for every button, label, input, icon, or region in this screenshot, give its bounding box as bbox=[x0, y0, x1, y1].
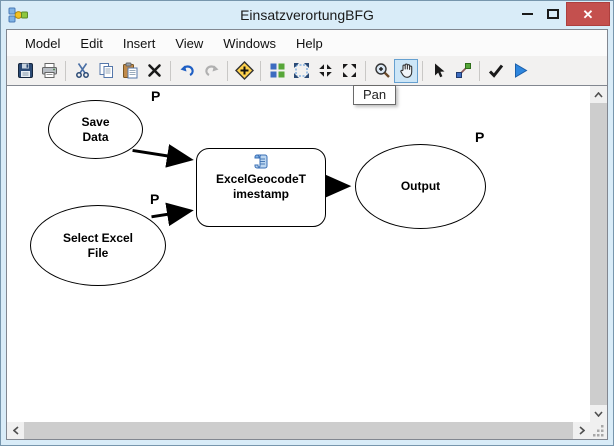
validate-check-icon bbox=[488, 64, 504, 78]
add-diamond-icon bbox=[234, 61, 254, 80]
horizontal-scrollbar[interactable] bbox=[7, 422, 590, 439]
auto-layout-button[interactable] bbox=[265, 59, 289, 83]
toolbar-separator bbox=[479, 60, 480, 81]
parameter-marker-select-excel-file: P bbox=[150, 191, 160, 207]
modelbuilder-app-icon bbox=[8, 7, 28, 23]
chevron-up-icon bbox=[594, 91, 603, 98]
copy-icon bbox=[99, 63, 113, 78]
scroll-right-button[interactable] bbox=[573, 422, 590, 439]
cut-button[interactable] bbox=[70, 59, 94, 83]
titlebar: EinsatzverortungBFG ✕ bbox=[1, 1, 613, 29]
select-button[interactable] bbox=[427, 59, 451, 83]
window-inner: Model Edit Insert View Windows Help bbox=[6, 29, 608, 440]
horizontal-scroll-thumb[interactable] bbox=[24, 422, 573, 439]
model-canvas[interactable]: Save Data P Select Excel File P bbox=[7, 85, 590, 422]
menu-edit[interactable]: Edit bbox=[80, 35, 103, 51]
fixed-zoom-in-button[interactable] bbox=[313, 59, 337, 83]
caption-buttons: ✕ bbox=[514, 2, 610, 28]
scissors-icon bbox=[75, 63, 89, 78]
menu-help[interactable]: Help bbox=[296, 35, 323, 51]
auto-layout-icon bbox=[270, 63, 284, 78]
toolbar-separator bbox=[422, 60, 423, 81]
fixed-zoom-in-icon bbox=[318, 64, 332, 77]
node-save-data[interactable]: Save Data bbox=[48, 100, 143, 159]
menu-windows[interactable]: Windows bbox=[223, 35, 277, 51]
script-tool-icon bbox=[254, 154, 267, 169]
node-label: Save Data bbox=[81, 114, 110, 144]
close-icon: ✕ bbox=[582, 6, 594, 22]
chevron-down-icon bbox=[594, 410, 603, 417]
minimize-button[interactable] bbox=[514, 2, 540, 26]
scroll-up-button[interactable] bbox=[590, 86, 607, 103]
paste-button[interactable] bbox=[118, 59, 142, 83]
full-extent-button[interactable] bbox=[289, 59, 313, 83]
resize-grip[interactable] bbox=[590, 422, 607, 439]
node-output[interactable]: Output bbox=[355, 144, 486, 229]
fixed-zoom-out-button[interactable] bbox=[337, 59, 361, 83]
add-data-button[interactable] bbox=[232, 59, 256, 83]
menu-insert[interactable]: Insert bbox=[122, 35, 156, 51]
node-excel-geocode-timestamp[interactable]: ExcelGeocodeT imestamp bbox=[196, 148, 326, 227]
scroll-down-button[interactable] bbox=[590, 405, 607, 422]
grip-dots-icon bbox=[593, 425, 604, 437]
redo-arrow-icon bbox=[204, 65, 218, 76]
chevron-left-icon bbox=[12, 426, 19, 435]
delete-x-icon bbox=[147, 64, 161, 77]
connect-icon bbox=[455, 63, 471, 78]
menu-view[interactable]: View bbox=[175, 35, 204, 51]
print-button[interactable] bbox=[37, 59, 61, 83]
horizontal-scrollbar-row bbox=[7, 422, 607, 439]
fixed-zoom-out-icon bbox=[342, 64, 356, 77]
vertical-scroll-thumb[interactable] bbox=[590, 103, 607, 405]
zoom-in-button[interactable] bbox=[370, 59, 394, 83]
chevron-right-icon bbox=[578, 426, 585, 435]
node-label: Output bbox=[400, 179, 441, 193]
toolbar-separator bbox=[260, 60, 261, 81]
run-button[interactable] bbox=[508, 59, 532, 83]
parameter-marker-output: P bbox=[475, 129, 485, 145]
canvas-row: Save Data P Select Excel File P bbox=[7, 85, 607, 422]
maximize-button[interactable] bbox=[540, 2, 566, 26]
printer-icon bbox=[41, 63, 57, 78]
redo-button[interactable] bbox=[199, 59, 223, 83]
run-play-icon bbox=[514, 63, 527, 78]
connection-save-data-to-tool bbox=[132, 144, 194, 168]
vertical-scrollbar[interactable] bbox=[590, 85, 607, 422]
scroll-left-button[interactable] bbox=[7, 422, 24, 439]
menu-model[interactable]: Model bbox=[25, 35, 61, 51]
copy-button[interactable] bbox=[94, 59, 118, 83]
node-select-excel-file[interactable]: Select Excel File bbox=[30, 205, 166, 286]
delete-button[interactable] bbox=[142, 59, 166, 83]
select-arrow-icon bbox=[434, 63, 444, 78]
pan-button[interactable] bbox=[394, 58, 418, 83]
full-extent-icon bbox=[293, 63, 309, 78]
toolbar bbox=[7, 56, 607, 85]
pan-hand-icon bbox=[399, 63, 412, 78]
toolbar-separator bbox=[227, 60, 228, 81]
close-button[interactable]: ✕ bbox=[566, 2, 610, 26]
magnifier-icon bbox=[374, 63, 390, 78]
undo-button[interactable] bbox=[175, 59, 199, 83]
paste-icon bbox=[122, 62, 137, 79]
parameter-marker-save-data: P bbox=[151, 88, 161, 104]
menubar: Model Edit Insert View Windows Help bbox=[7, 30, 607, 56]
node-label: Select Excel File bbox=[62, 230, 134, 260]
floppy-icon bbox=[17, 63, 33, 78]
node-label: ExcelGeocodeT imestamp bbox=[215, 172, 307, 201]
toolbar-separator bbox=[365, 60, 366, 81]
connect-button[interactable] bbox=[451, 59, 475, 83]
maximize-icon bbox=[547, 9, 559, 19]
undo-arrow-icon bbox=[180, 65, 194, 76]
toolbar-separator bbox=[65, 60, 66, 81]
toolbar-separator bbox=[170, 60, 171, 81]
validate-button[interactable] bbox=[484, 59, 508, 83]
minimize-icon bbox=[521, 13, 533, 15]
window-frame: Model Edit Insert View Windows Help bbox=[6, 29, 608, 440]
save-button[interactable] bbox=[13, 59, 37, 83]
connection-arrows bbox=[132, 144, 352, 227]
pan-tooltip: Pan bbox=[353, 85, 397, 105]
connection-select-excel-to-tool bbox=[151, 202, 194, 227]
